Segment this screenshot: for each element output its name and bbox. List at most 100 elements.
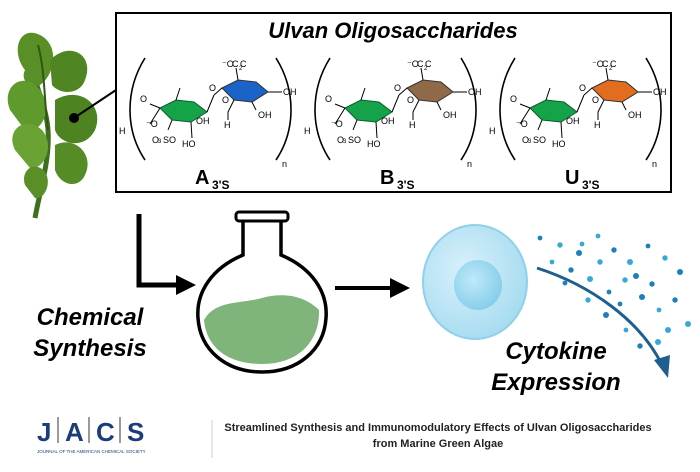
sulfate-ion: ⁻O [146, 119, 158, 129]
cytokine-dot [568, 267, 574, 273]
sulfate-so: SO [348, 135, 361, 145]
chemical-label-2: Synthesis [33, 335, 146, 362]
cytokine-dot [639, 294, 645, 300]
ring-h: H [409, 120, 416, 130]
carboxylate-c: C [602, 59, 609, 69]
structure-name: U [565, 167, 579, 189]
cytokine-dot [637, 343, 643, 349]
cytokine-dot [622, 277, 628, 283]
sulfate-sub: 3 [158, 139, 162, 145]
cytokine-dot [537, 235, 543, 241]
cytokine-dot [665, 327, 671, 333]
cytokine-dot [617, 301, 623, 307]
sulfate-ion: ⁻O [331, 119, 343, 129]
sulfate-ion: ⁻O [516, 119, 528, 129]
sulfate-sub: 3 [343, 139, 347, 145]
sulfate-sub: 3 [528, 139, 532, 145]
cell-icon [422, 224, 528, 340]
cytokine-dot [623, 327, 629, 333]
structure-subscript: 3'S [397, 178, 415, 192]
bracket-right [275, 57, 292, 161]
sulfate-o: O [522, 135, 529, 145]
connector-line [73, 89, 117, 119]
carboxylate-c2: C [610, 59, 617, 69]
cytokine-dot [585, 297, 591, 303]
seaweed-illustration [7, 32, 98, 219]
bracket-left [314, 57, 331, 161]
carboxylate-o: ⁻O [407, 59, 419, 69]
logo-letter-s: S [127, 417, 144, 447]
connector-dot [69, 113, 79, 123]
sulfate-so: SO [163, 135, 176, 145]
chemical-label-1: Chemical [37, 304, 145, 331]
box-title: Ulvan Oligosaccharides [268, 18, 517, 43]
reducing-o: O [510, 94, 517, 104]
cytokine-dot [603, 312, 609, 318]
bracket-right [645, 57, 662, 161]
footer-title-1: Streamlined Synthesis and Immunomodulato… [224, 422, 651, 434]
cytokine-dot [633, 273, 639, 279]
logo-letter-j: J [37, 417, 51, 447]
structure-subscript: 3'S [582, 178, 600, 192]
synthesis-arrow-line [136, 214, 178, 288]
hydroxyl-ho: HO [367, 139, 381, 149]
bracket-right [460, 57, 477, 161]
ring-o: O [222, 95, 229, 105]
hydroxyl-oh-3: OH [381, 116, 395, 126]
cytokine-dot [606, 289, 612, 295]
ring-h: H [594, 120, 601, 130]
synthesis-arrow-head [176, 275, 196, 295]
cytokine-dot [597, 259, 603, 265]
sulfate-so: SO [533, 135, 546, 145]
flask-icon [196, 210, 328, 374]
carboxylate-sub: 2 [424, 66, 428, 72]
structure-name: A [195, 167, 209, 189]
structure-subscript: 3'S [212, 178, 230, 192]
cytokine-dot [557, 242, 563, 248]
carboxylate-o: ⁻O [222, 59, 234, 69]
cytokine-dot [655, 339, 661, 345]
hydroxyl-oh-2: OH [443, 110, 457, 120]
sulfate-o: O [337, 135, 344, 145]
cytokine-dot [645, 243, 651, 249]
carboxylate-o: ⁻O [592, 59, 604, 69]
carboxylate-c2: C [240, 59, 247, 69]
cytokine-label-2: Expression [491, 369, 620, 396]
hydroxyl-oh-3: OH [196, 116, 210, 126]
ring-o: O [407, 95, 414, 105]
structure-name: B [380, 167, 394, 189]
cytokine-dot [627, 259, 633, 265]
repeat-n: n [652, 159, 657, 169]
repeat-n: n [467, 159, 472, 169]
reducing-o: O [325, 94, 332, 104]
oligosaccharide-box [115, 12, 672, 193]
ring-o: O [592, 95, 599, 105]
hydroxyl-oh-1: OH [283, 87, 297, 97]
logo-letter-c: C [96, 417, 115, 447]
logo-subtitle: JOURNAL OF THE AMERICAN CHEMICAL SOCIETY [37, 449, 146, 454]
cytokine-dot [562, 280, 568, 286]
footer-title-2: from Marine Green Algae [373, 438, 503, 450]
cytokine-dot [587, 276, 593, 282]
carboxylate-c: C [232, 59, 239, 69]
cytokine-dot [677, 269, 683, 275]
hydroxyl-ho: HO [182, 139, 196, 149]
cell-arrow-head [390, 278, 410, 298]
carboxylate-c2: C [425, 59, 432, 69]
logo-letter-a: A [65, 417, 84, 447]
carboxylate-c: C [417, 59, 424, 69]
sulfate-o: O [152, 135, 159, 145]
bracket-left [499, 57, 516, 161]
cytokine-dot [549, 259, 555, 265]
cytokine-label-1: Cytokine [505, 338, 606, 365]
hydroxyl-oh-2: OH [628, 110, 642, 120]
reducing-o: O [140, 94, 147, 104]
release-arrow-head [654, 355, 670, 378]
jacs-logo: J A C S JOURNAL OF THE AMERICAN CHEMICAL… [37, 417, 146, 454]
hydroxyl-oh-2: OH [258, 110, 272, 120]
carboxylate-sub: 2 [239, 66, 243, 72]
